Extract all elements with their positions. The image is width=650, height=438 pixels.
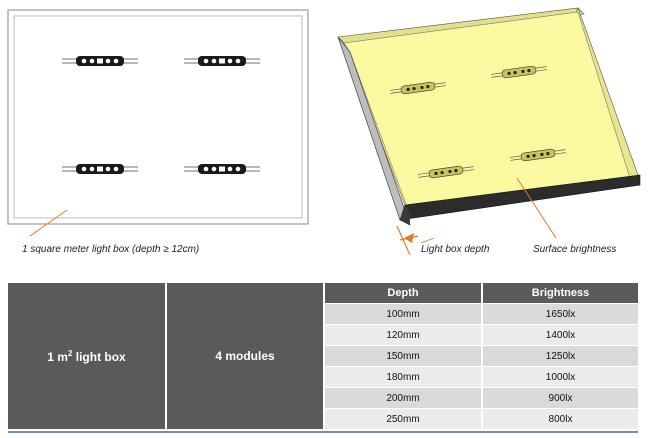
table-row: 180mm 1000lx <box>8 366 638 388</box>
flat-light-box-panel <box>7 9 309 237</box>
table-header-row: 1 m2 light box 4 modules Depth Brightnes… <box>8 283 638 429</box>
caption-light-box-size: 1 square meter light box (depth ≥ 12cm) <box>22 244 200 255</box>
brightness-cell: 1250lx <box>482 345 638 367</box>
light-box-diagram <box>7 7 641 256</box>
table-row: 120mm 1400lx <box>8 324 638 346</box>
size-suffix: light box <box>72 349 126 364</box>
surface-leader <box>516 177 557 239</box>
bottom-rule <box>8 431 638 433</box>
depth-cell: 250mm <box>324 408 483 429</box>
caption-surface-brightness: Surface brightness <box>533 244 617 255</box>
depth-cell: 150mm <box>324 345 483 367</box>
caption-leader <box>29 209 68 237</box>
size-superscript: 2 <box>67 348 73 358</box>
brightness-cell: 1000lx <box>482 366 638 388</box>
brightness-spec-table: 1 m2 light box 4 modules Depth Brightnes… <box>8 283 638 429</box>
header-brightness: Brightness <box>482 283 638 304</box>
caption-light-box-depth: Light box depth <box>421 244 490 255</box>
depth-cell: 200mm <box>324 387 483 409</box>
table-row: 200mm 900lx <box>8 387 638 409</box>
depth-dimension-arrow <box>396 225 411 256</box>
table-row: 250mm 800lx <box>8 408 638 429</box>
brightness-cell: 900lx <box>482 387 638 409</box>
light-box-size-cell: 1 m2 light box <box>8 283 167 429</box>
brightness-cell: 1400lx <box>482 324 638 346</box>
depth-cell: 120mm <box>324 324 483 346</box>
brightness-cell: 1650lx <box>482 303 638 325</box>
3d-light-box <box>337 7 641 256</box>
table-row: 150mm 1250lx <box>8 345 638 367</box>
header-depth: Depth <box>324 283 483 304</box>
table-row: 100mm 1650lx <box>8 303 638 325</box>
depth-cell: 100mm <box>324 303 483 325</box>
size-label: 1 m <box>47 349 68 364</box>
module-count-cell: 4 modules <box>166 283 325 429</box>
brightness-cell: 800lx <box>482 408 638 429</box>
depth-cell: 180mm <box>324 366 483 388</box>
